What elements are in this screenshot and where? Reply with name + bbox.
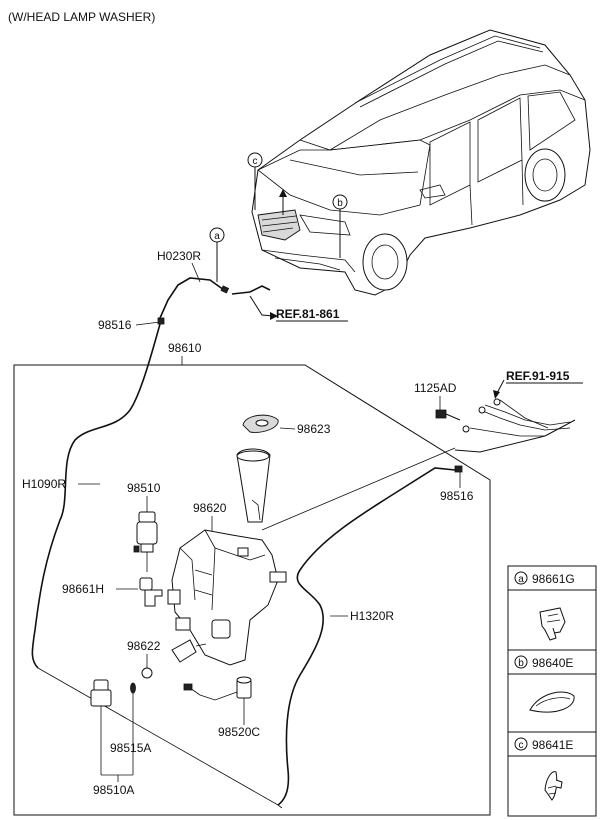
callout-c: c <box>247 152 263 210</box>
label-98510a: 98510A <box>93 783 134 797</box>
label-98623: 98623 <box>297 422 331 436</box>
legend-table: a 98661G b 98640E c 98641E <box>507 565 597 817</box>
svg-text:b: b <box>337 198 343 209</box>
legend-a-letter: a <box>518 574 524 585</box>
wiring-harness <box>454 398 576 453</box>
label-98620: 98620 <box>193 501 227 515</box>
legend-c-icon <box>544 771 563 801</box>
part-98510-pump <box>133 511 158 572</box>
diagram-title: (W/HEAD LAMP WASHER) <box>8 10 155 24</box>
part-98510a-motor <box>90 679 112 775</box>
hose-h1320r <box>277 467 456 806</box>
part-98661h-grommet <box>139 577 163 607</box>
callout-a: a <box>209 227 225 282</box>
svg-text:a: a <box>214 231 220 242</box>
legend-a-part[interactable]: 98661G <box>532 572 575 586</box>
hose-h1090r <box>31 323 161 669</box>
bolt-1125ad <box>435 409 447 419</box>
label-98610: 98610 <box>168 341 202 355</box>
label-98515a: 98515A <box>110 741 151 755</box>
label-98661h: 98661H <box>62 582 104 596</box>
part-98515a-seal <box>130 682 136 775</box>
legend-b-letter: b <box>518 658 524 669</box>
label-h0230r: H0230R <box>157 249 201 263</box>
label-98516-right: 98516 <box>440 489 474 503</box>
label-1125ad: 1125AD <box>414 381 457 395</box>
part-98520c-sensor <box>183 676 252 701</box>
assembly-boundary <box>13 364 491 816</box>
svg-text:c: c <box>253 156 258 167</box>
legend-c-letter: c <box>519 740 524 751</box>
label-h1320r: H1320R <box>350 609 394 623</box>
label-98622: 98622 <box>127 639 161 653</box>
legend-a-icon <box>539 607 566 641</box>
hose-h0230r <box>159 277 225 319</box>
label-98510: 98510 <box>127 481 161 495</box>
label-h1090r: H1090R <box>22 477 66 491</box>
label-98516-top: 98516 <box>98 318 132 332</box>
legend-c-part[interactable]: 98641E <box>532 738 573 752</box>
vehicle-illustration <box>251 29 591 296</box>
part-98622 <box>141 667 153 679</box>
part-98620-reservoir <box>167 448 287 666</box>
ref-91-915[interactable]: REF.91-915 <box>506 369 570 383</box>
callout-b: b <box>332 194 348 258</box>
label-98520c: 98520C <box>218 725 260 739</box>
ref-81-861[interactable]: REF.81-861 <box>276 307 340 321</box>
legend-b-part[interactable]: 98640E <box>532 656 573 670</box>
legend-b-icon <box>529 691 575 713</box>
